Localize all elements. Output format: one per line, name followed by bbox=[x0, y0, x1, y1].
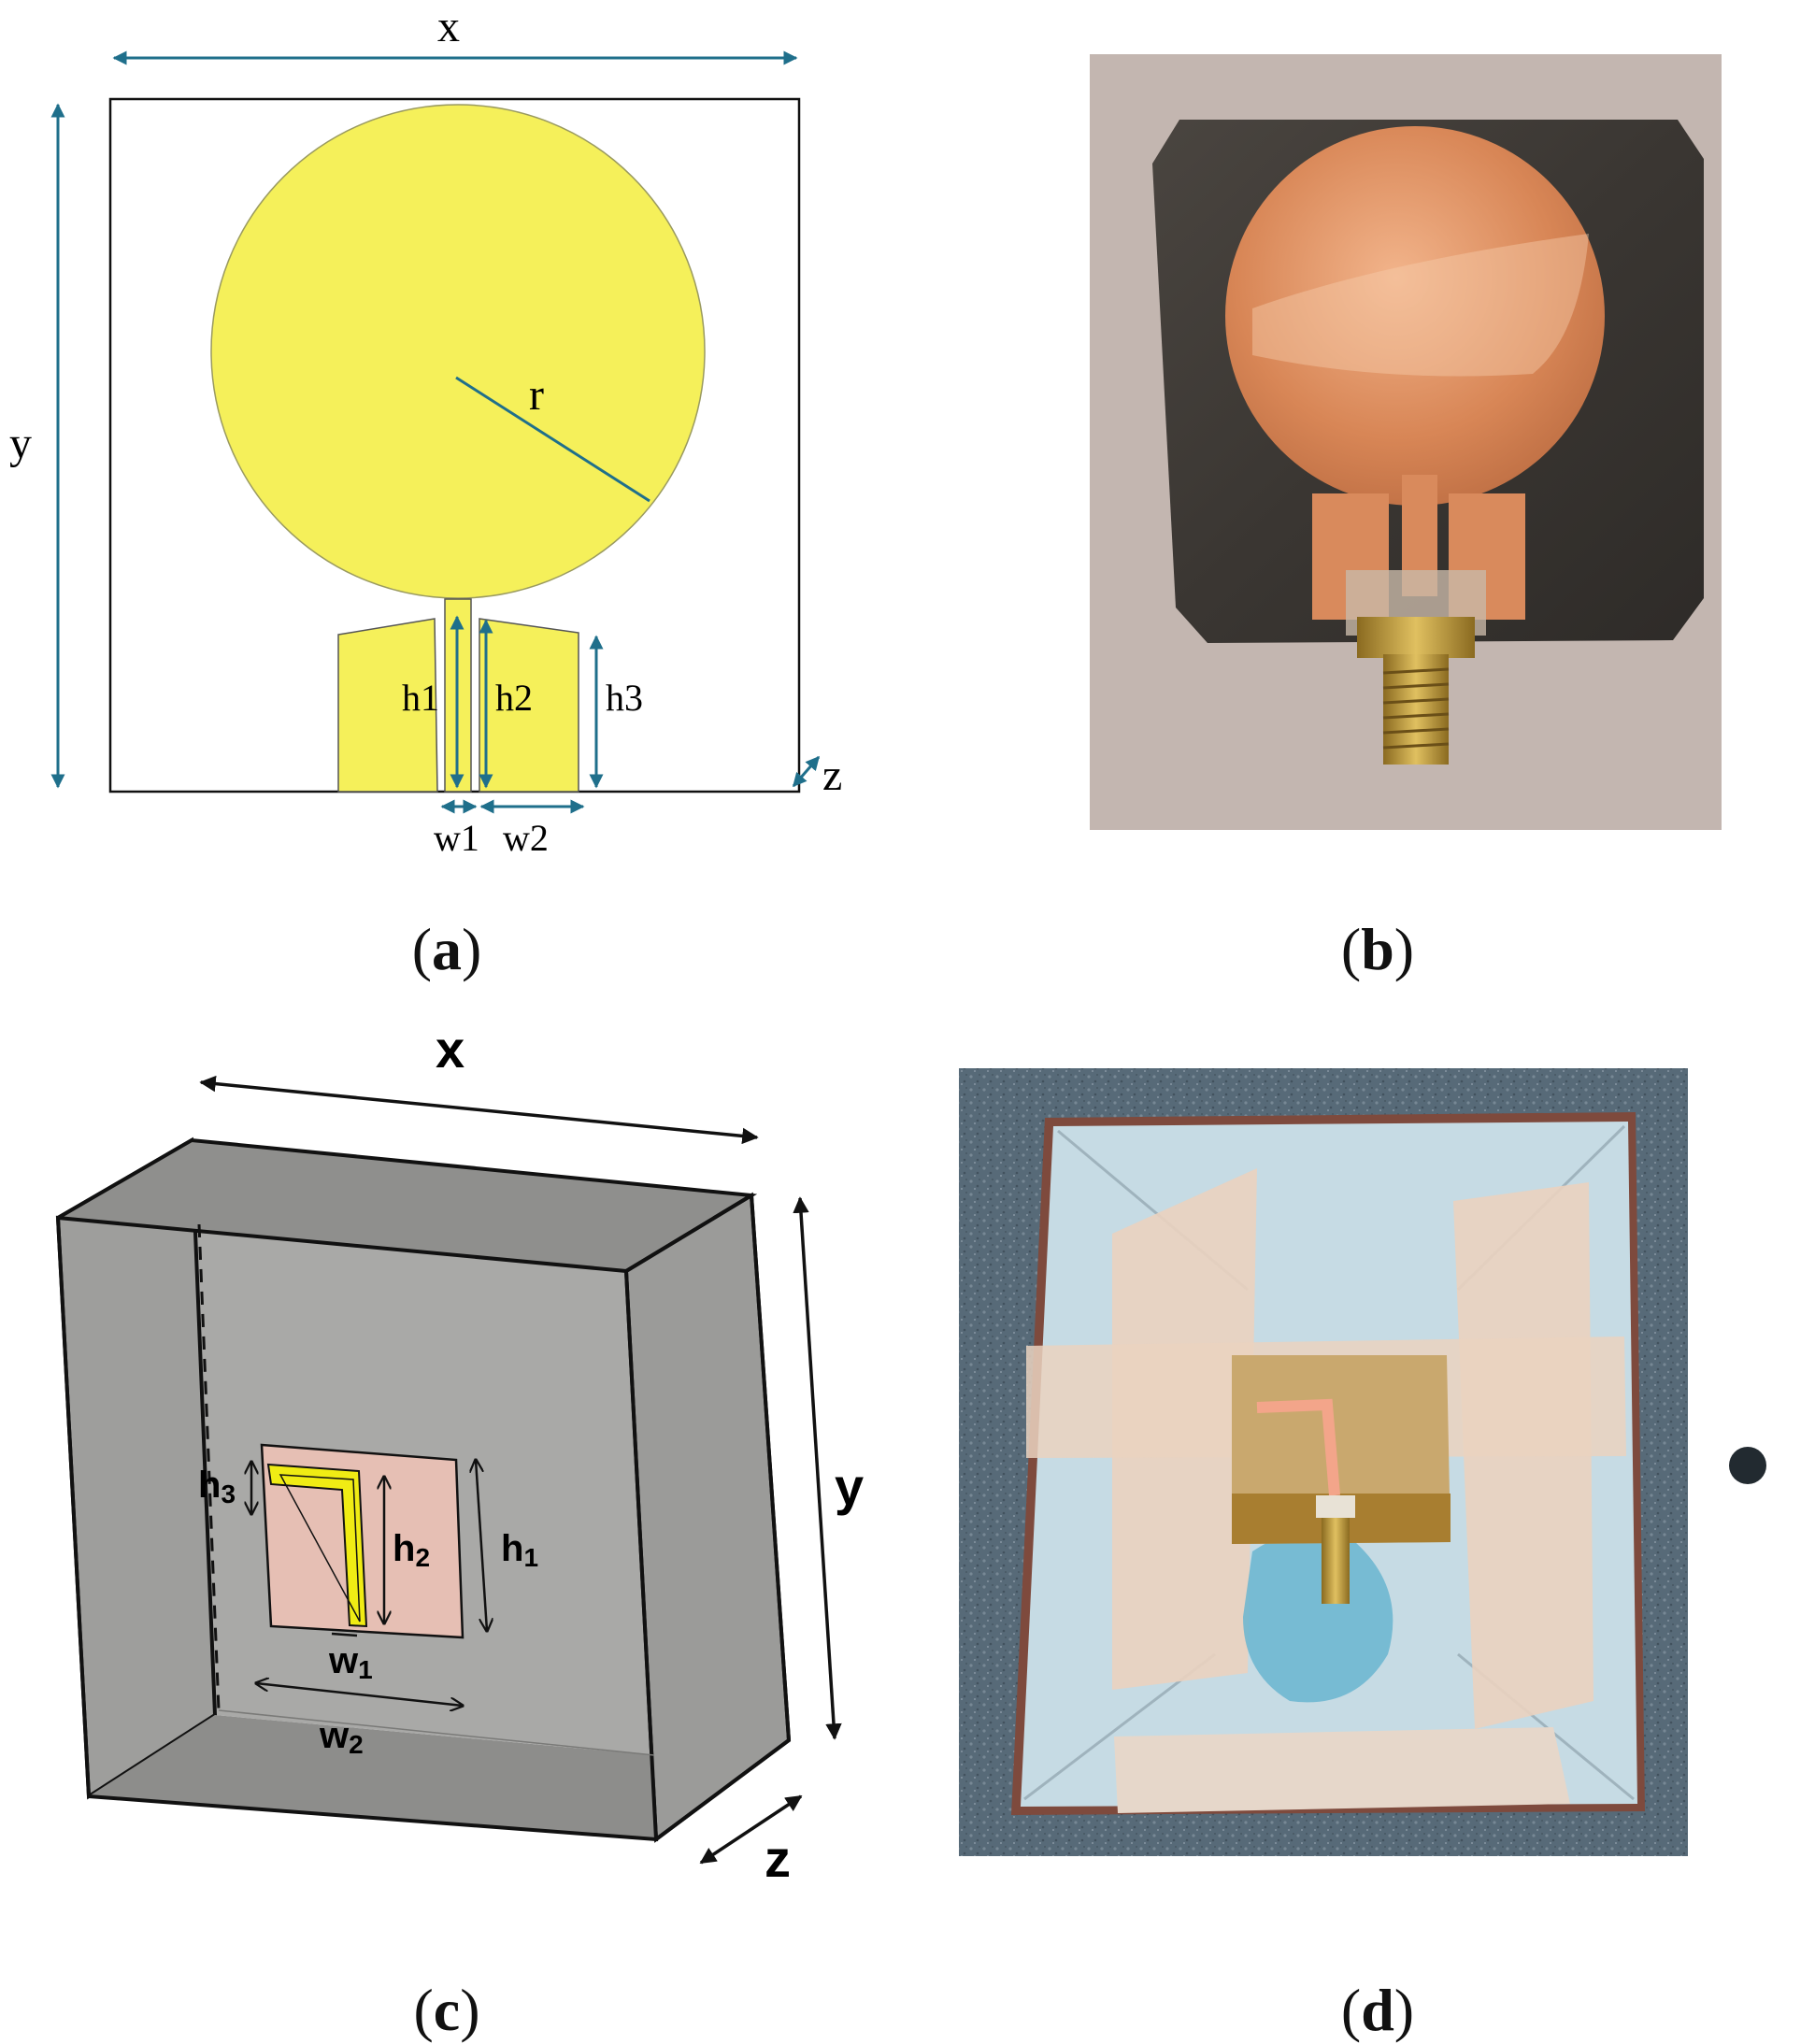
radius-line bbox=[455, 376, 650, 503]
caption-d: (d) bbox=[1341, 1977, 1414, 2043]
box-bottom-wall bbox=[89, 1715, 656, 1839]
label-r: r bbox=[529, 370, 544, 420]
caption-b: (b) bbox=[1341, 916, 1414, 982]
label-h2: h2 bbox=[495, 677, 533, 719]
sma-connector-flange bbox=[1357, 617, 1475, 658]
label-w2: w2 bbox=[319, 1715, 364, 1759]
copper-disc bbox=[1225, 126, 1605, 506]
label-w1: w1 bbox=[328, 1640, 373, 1684]
box-top-edge bbox=[56, 1137, 758, 1273]
panel-c: h3 h2 h1 w1 w2 x y z bbox=[55, 1020, 864, 1888]
label-w2: w2 bbox=[503, 817, 549, 859]
caption-a: (a) bbox=[412, 916, 482, 982]
panel-b-photo bbox=[1090, 54, 1722, 830]
panel-d-photo bbox=[959, 1068, 1766, 1856]
hidden-edge bbox=[197, 1223, 221, 1711]
dimension-x bbox=[199, 1075, 759, 1145]
hidden-edge-bottom bbox=[218, 1709, 655, 1756]
label-y: y bbox=[835, 1457, 864, 1516]
dimension-w1-bar bbox=[331, 1632, 358, 1637]
label-h1: h1 bbox=[402, 677, 439, 719]
dimension-y bbox=[793, 1196, 842, 1740]
dimension-w2 bbox=[256, 1683, 463, 1706]
caption-c: (c) bbox=[413, 1977, 479, 2043]
label-y: y bbox=[9, 419, 32, 468]
sma-threads bbox=[1382, 667, 1450, 750]
copper-trace bbox=[1256, 1398, 1340, 1496]
blue-gel bbox=[1243, 1530, 1393, 1703]
tape-bottom bbox=[1114, 1727, 1570, 1813]
box-left-wall bbox=[55, 1136, 218, 1800]
copper-reflection bbox=[1252, 234, 1589, 377]
label-h2: h2 bbox=[393, 1528, 430, 1572]
antenna-strip bbox=[266, 1463, 368, 1628]
circular-patch bbox=[210, 104, 706, 599]
box-top-wall bbox=[58, 1140, 751, 1271]
photo-d-spot bbox=[1729, 1447, 1766, 1484]
ground-plane-left bbox=[337, 618, 438, 793]
label-h3: h3 bbox=[198, 1465, 236, 1508]
dimension-h1 bbox=[476, 1460, 487, 1631]
label-w1: w1 bbox=[434, 817, 479, 859]
label-z: z bbox=[765, 1829, 791, 1888]
sma-connector-d-top bbox=[1316, 1495, 1355, 1518]
label-x: x bbox=[436, 1020, 464, 1079]
antenna-strip-inner bbox=[279, 1474, 361, 1622]
panel-a: r x y z h1 h2 h3 w1 w2 bbox=[9, 2, 842, 859]
label-h3: h3 bbox=[606, 677, 643, 719]
dimension-z bbox=[792, 755, 821, 788]
label-x: x bbox=[437, 2, 460, 51]
label-z: z bbox=[822, 750, 842, 800]
dimension-z bbox=[699, 1794, 803, 1865]
label-h1: h1 bbox=[501, 1528, 538, 1572]
